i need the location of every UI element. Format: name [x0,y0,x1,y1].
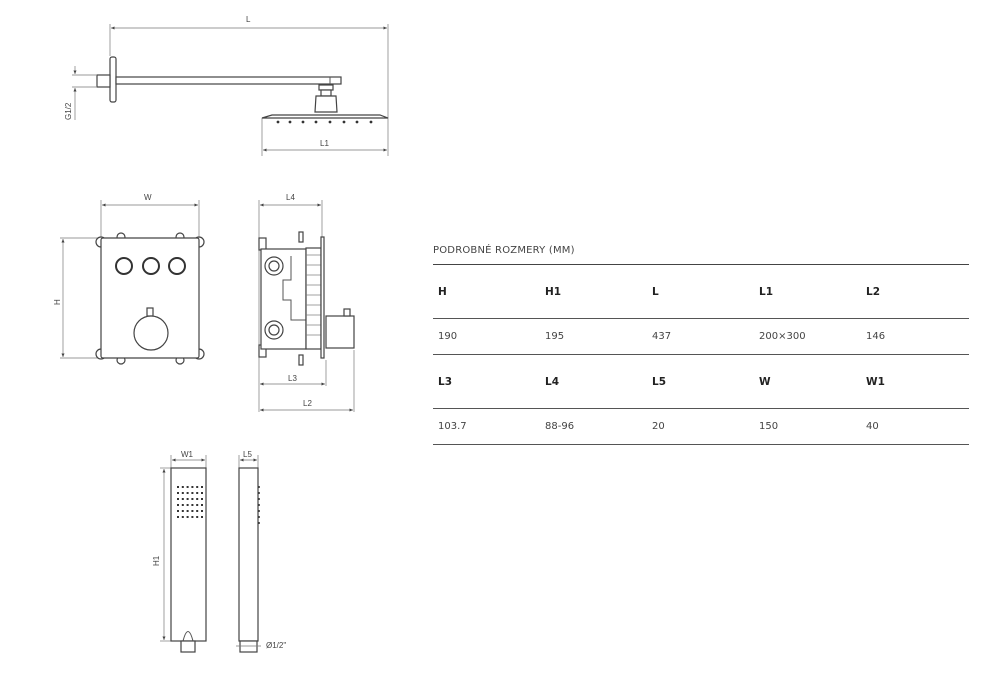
header-cell: L1 [759,285,773,298]
dimension-table: PODROBNÉ ROZMERY (MM) H H1 L L1 L2 190 1… [433,243,969,445]
header-cell: L3 [438,375,452,388]
table-value-row: 103.7 88-96 20 150 40 [433,409,969,445]
dim-G12: G1/2 [64,102,73,120]
nozzle-dot [201,510,203,512]
header-cell: L4 [545,375,559,388]
dim-D12: Ø1/2" [266,641,286,650]
dim-L: L [246,15,251,24]
nozzle-dot [201,498,203,500]
nozzle-dot [196,510,199,512]
mixer-side-drawing: L4 L3 L2 [258,193,355,412]
value-cell: 146 [866,331,886,342]
nozzle-dot [177,504,179,506]
value-cell: 20 [652,421,665,432]
nozzle-dot [196,486,199,488]
hand-shower-drawing: W1 H1 L5 Ø1/2" [152,450,286,653]
nozzle-dot [196,498,199,500]
dim-W1: W1 [181,450,194,459]
value-cell: 150 [759,421,779,432]
nozzle-dot [181,516,184,518]
header-cell: L5 [652,375,666,388]
nozzle-dot [177,498,179,500]
nozzle-dot [177,486,179,488]
dim-L1: L1 [320,139,329,148]
nozzle-dot [177,492,179,494]
nozzle-dot [196,492,199,494]
nozzle-dot [181,498,184,500]
header-cell: H [438,285,447,298]
nozzle-dot [191,510,194,512]
header-cell: L [652,285,659,298]
nozzle-dot [191,504,194,506]
nozzle-dot [181,486,184,488]
dim-L3: L3 [288,374,297,383]
nozzle-dot [191,492,194,494]
nozzle-dot [201,492,203,494]
nozzle-dot [201,504,203,506]
value-cell: 88-96 [545,421,575,432]
nozzle-dot [177,510,179,512]
dim-L2: L2 [303,399,312,408]
nozzle-dot [196,504,199,506]
mixer-front-drawing: W H [53,193,205,365]
dim-H: H [53,299,62,305]
nozzle-dot [191,498,194,500]
value-cell: 190 [438,331,458,342]
table-header-row: L3 L4 L5 W W1 [433,355,969,409]
value-cell: 437 [652,331,672,342]
nozzle-dot [196,516,199,518]
header-cell: W [759,375,771,388]
nozzle-dot [177,516,179,518]
nozzle-dot [186,486,189,488]
nozzle-dot [181,510,184,512]
nozzle-dot [191,486,194,488]
value-cell: 103.7 [438,421,467,432]
shower-arm-drawing: L L1 G1/2 [64,15,389,156]
value-cell: 40 [866,421,879,432]
table-header-row: H H1 L L1 L2 [433,265,969,319]
nozzle-dot [201,486,203,488]
dim-W: W [144,193,152,202]
header-cell: W1 [866,375,885,388]
nozzle-dot [191,516,194,518]
header-cell: L2 [866,285,880,298]
dim-L4: L4 [286,193,295,202]
nozzle-dot [186,510,189,512]
table-value-row: 190 195 437 200×300 146 [433,319,969,355]
table-title: PODROBNÉ ROZMERY (MM) [433,243,969,265]
nozzle-dot [181,504,184,506]
dim-L5: L5 [243,450,252,459]
value-cell: 200×300 [759,331,806,342]
nozzle-dot [201,516,203,518]
header-cell: H1 [545,285,562,298]
nozzle-dot [181,492,184,494]
nozzle-dot [186,504,189,506]
nozzle-dot [186,498,189,500]
dim-H1: H1 [152,555,161,566]
nozzle-dot [186,492,189,494]
value-cell: 195 [545,331,565,342]
nozzle-dot [186,516,189,518]
